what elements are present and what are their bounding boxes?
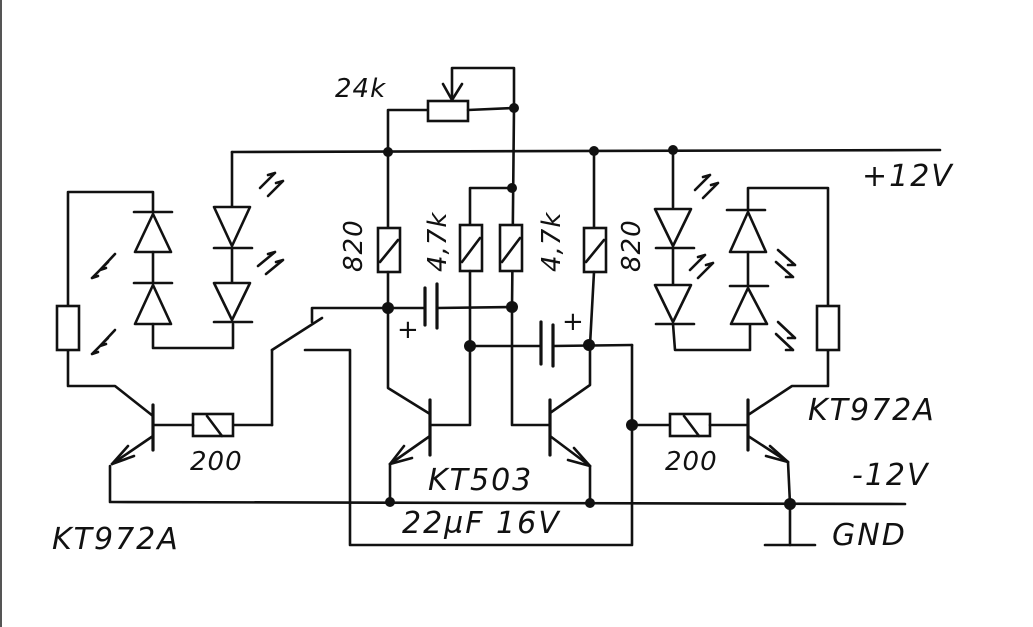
resistor-200-right [630,412,750,438]
capacitor-label: 22µF 16V [402,506,561,541]
negative-rail [108,464,907,506]
positive-rail [230,148,942,154]
resistor-820-right-label: 820 [617,219,647,272]
svg-text:+: + [397,315,420,345]
resistor-820-right [582,149,608,347]
capacitor-lower: + [464,307,634,368]
resistor-200-left-label: 200 [190,447,243,477]
resistor-4k7-right-label: 4,7k [537,212,567,272]
resistor-icon [55,304,81,352]
capacitor-upper: + [382,282,518,345]
svg-text:+: + [562,307,585,337]
resistor-4k7-right [498,223,524,273]
resistor-200-right-label: 200 [665,447,718,477]
resistor-4k7-left-label: 4,7k [423,212,453,272]
resistor-820-left [376,150,402,310]
potentiometer [386,66,519,154]
led-bank-left [55,150,285,356]
negative-rail-label: -12V [852,458,930,493]
bottom-loop-wire [303,343,634,547]
resistor-200-left [151,412,274,438]
transistor-kt503-left [385,306,472,507]
switch-icon [270,306,390,427]
resistor-icon [815,304,841,352]
light-arrows-icon [688,173,797,352]
resistor-820-left-label: 820 [339,219,369,272]
transistor-kt972a-left [66,348,155,466]
led-bank-right [653,148,841,352]
resistor-4k7-left [458,223,484,347]
ground-label: GND [832,518,907,553]
driver-left-label: KT972A [52,522,180,557]
resistor-icon [426,99,470,123]
pot-label: 24k [335,74,386,104]
page-border [0,0,2,627]
positive-rail-label: +12V [862,159,954,194]
transistor-kt972a-right [746,348,830,547]
light-arrows-icon [90,171,285,356]
driver-right-label: KT972A [808,393,936,428]
transistor-kt503-right [510,305,595,508]
transistor-pair-label: KT503 [428,463,533,498]
